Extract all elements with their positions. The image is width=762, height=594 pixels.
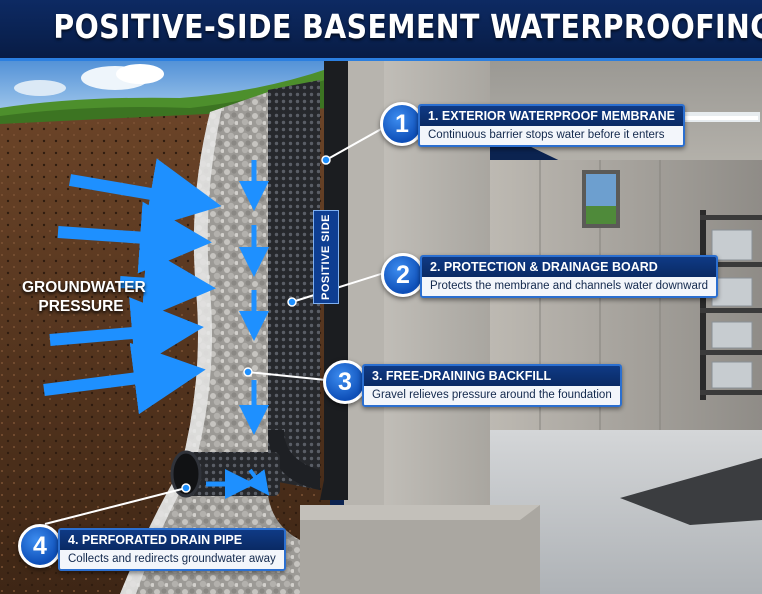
callout-drain-pipe-heading: 4. PERFORATED DRAIN PIPE bbox=[60, 530, 284, 550]
badge-1: 1 bbox=[380, 102, 424, 146]
callout-membrane: 1. EXTERIOR WATERPROOF MEMBRANE Continuo… bbox=[418, 104, 686, 147]
badge-3: 3 bbox=[323, 360, 367, 404]
badge-4: 4 bbox=[18, 524, 62, 568]
callout-backfill-heading: 3. FREE-DRAINING BACKFILL bbox=[364, 366, 620, 386]
callout-backfill-text: Gravel relieves pressure around the foun… bbox=[364, 386, 620, 405]
positive-side-text: POSITIVE SIDE bbox=[320, 214, 332, 300]
callout-drain-pipe-text: Collects and redirects groundwater away bbox=[60, 550, 284, 569]
callout-membrane-text: Continuous barrier stops water before it… bbox=[420, 126, 684, 145]
title-banner: POSITIVE-SIDE BASEMENT WATERPROOFING bbox=[0, 0, 762, 61]
positive-side-label: POSITIVE SIDE bbox=[313, 210, 339, 304]
callout-drain-pipe: 4. PERFORATED DRAIN PIPE Collects and re… bbox=[58, 528, 286, 571]
badge-2: 2 bbox=[381, 253, 425, 297]
page-title: POSITIVE-SIDE BASEMENT WATERPROOFING bbox=[53, 7, 762, 46]
groundwater-label: GROUNDWATER PRESSURE bbox=[22, 279, 146, 315]
callout-drainage-board: 2. PROTECTION & DRAINAGE BOARD Protects … bbox=[420, 255, 719, 298]
callout-drainage-board-heading: 2. PROTECTION & DRAINAGE BOARD bbox=[422, 257, 717, 277]
callout-drainage-board-text: Protects the membrane and channels water… bbox=[422, 277, 717, 296]
callout-membrane-heading: 1. EXTERIOR WATERPROOF MEMBRANE bbox=[420, 106, 684, 126]
callout-backfill: 3. FREE-DRAINING BACKFILL Gravel relieve… bbox=[362, 364, 622, 407]
